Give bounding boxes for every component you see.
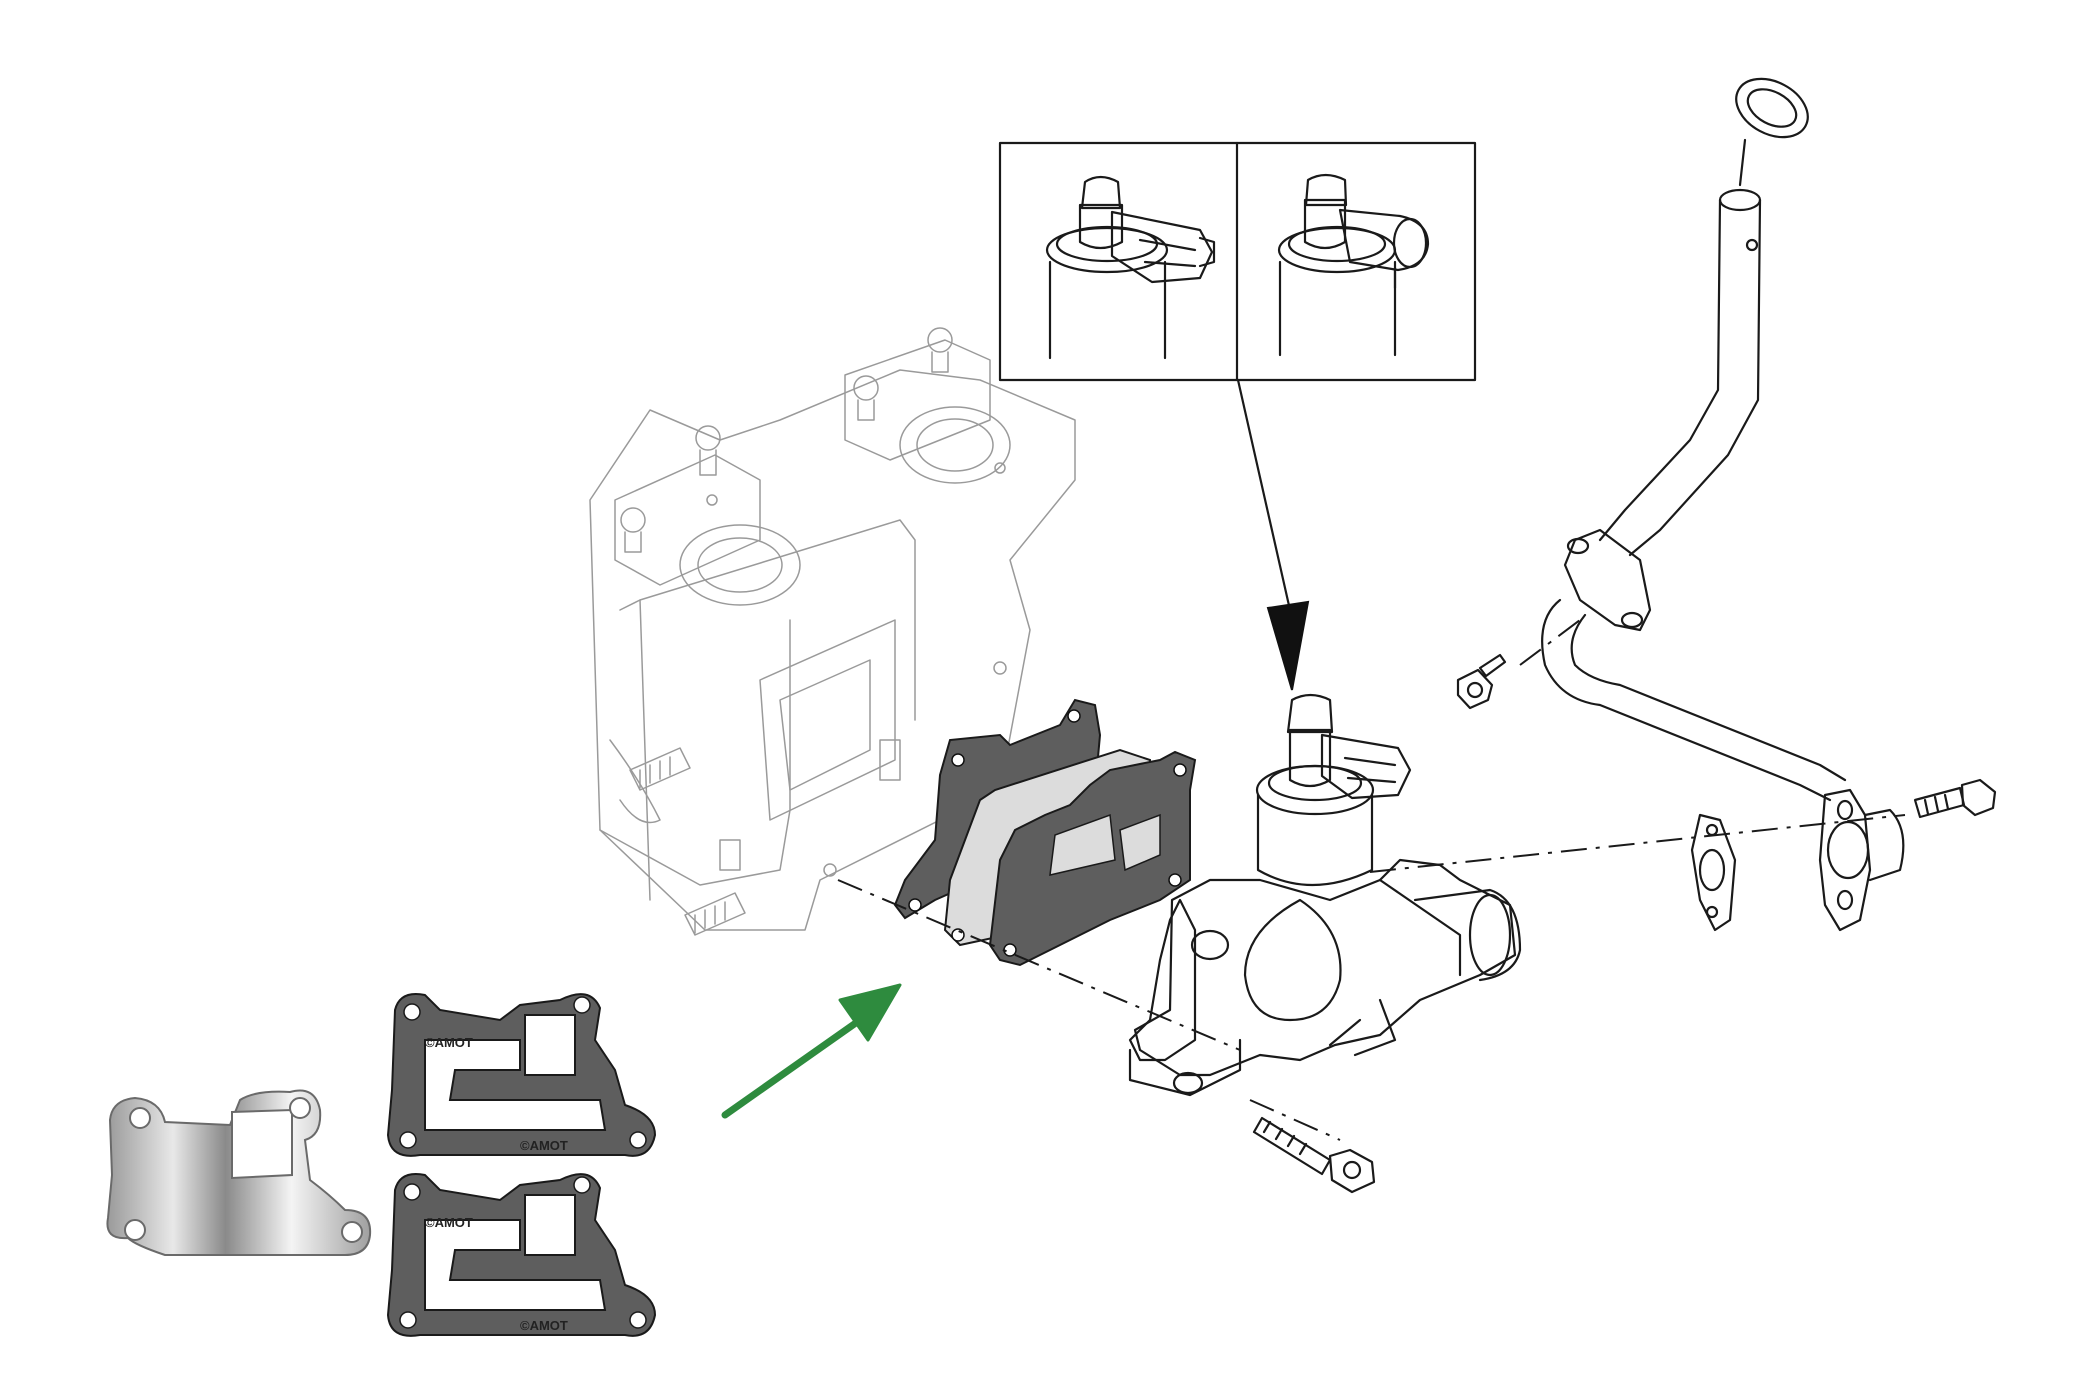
product-gasket-bottom: ©AMOT ©AMOT bbox=[386, 1173, 657, 1337]
mounting-bolt-icon bbox=[1252, 1116, 1376, 1194]
connector-variants-callout bbox=[998, 141, 1477, 382]
pipe-flange-bolt-icon bbox=[1456, 653, 1507, 710]
green-arrow-icon bbox=[721, 983, 902, 1119]
callout-leader-arrow bbox=[1236, 378, 1310, 691]
alignment-lines bbox=[837, 619, 1906, 1141]
connector-variant-b-icon bbox=[1277, 173, 1430, 357]
gasket-brand-text: ©AMOT bbox=[520, 1318, 568, 1333]
egr-valve-icon bbox=[1128, 693, 1522, 1097]
installed-gasket-stack-icon bbox=[893, 698, 1197, 967]
cylinder-head-icon bbox=[589, 327, 1076, 936]
pipe-flange-stud-icon bbox=[1913, 778, 1997, 819]
gasket-brand-text: ©AMOT bbox=[520, 1138, 568, 1153]
gasket-brand-text: ©AMOT bbox=[425, 1035, 473, 1050]
pipe-flange-gasket-icon bbox=[1690, 813, 1737, 932]
egr-pipe-icon bbox=[1541, 77, 1905, 932]
stud-icon bbox=[609, 739, 746, 936]
gasket-brand-text: ©AMOT bbox=[425, 1215, 473, 1230]
pipe-seal-ring-icon bbox=[1735, 77, 1809, 139]
blanking-plate-product bbox=[106, 1089, 372, 1256]
head-bolt-icon bbox=[620, 327, 953, 553]
product-gasket-top: ©AMOT ©AMOT bbox=[386, 993, 657, 1157]
connector-variant-a-icon bbox=[1045, 175, 1216, 360]
